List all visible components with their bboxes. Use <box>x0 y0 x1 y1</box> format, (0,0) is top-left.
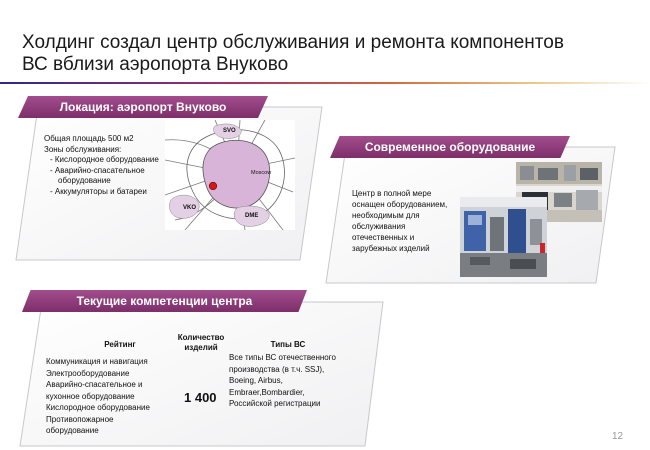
map-label-vko: VKO <box>183 205 196 211</box>
zone-item: - Аккумуляторы и батареи <box>50 186 147 196</box>
col-header-rating: Рейтинг <box>104 340 136 349</box>
types-line: Все типы ВС отечественного <box>229 353 336 362</box>
list-item: кухонное оборудование <box>46 391 135 401</box>
equipment-banner: Современное оборудование <box>330 136 570 158</box>
location-marker-icon <box>208 181 218 191</box>
page-number: 12 <box>612 431 624 442</box>
location-map: SVO Moscow VKO DME <box>165 120 295 230</box>
list-item: Кислородное оборудование <box>46 403 150 412</box>
location-banner: Локация: аэропорт Внуково <box>18 96 268 118</box>
col-header-quantity: Количество изделий <box>170 333 232 353</box>
slide-title-line1: Холдинг создал центр обслуживания и ремо… <box>22 32 564 53</box>
workshop-photo-2 <box>460 197 547 277</box>
types-line: Российской регистрации <box>229 399 321 408</box>
list-item: Коммуникация и навигация <box>46 357 148 366</box>
types-line: производства (в т.ч. SSJ), <box>229 364 325 374</box>
equipment-line: необходимым для <box>352 211 420 220</box>
svo-area <box>213 123 242 139</box>
equipment-line: отечественных и <box>352 233 415 242</box>
col-header-quantity-line1: Количество <box>177 333 225 342</box>
equipment-description: Центр в полной мере оснащен оборудование… <box>352 188 462 254</box>
zone-item: - Аварийно-спасательное <box>50 165 145 175</box>
col-header-quantity-line2: изделий <box>184 343 218 352</box>
map-label-moscow: Moscow <box>251 170 271 176</box>
equipment-line: зарубежных изделий <box>352 244 430 253</box>
zones-title: Зоны обслуживания: <box>44 144 122 154</box>
types-line: Boeing, Airbus, <box>229 376 283 385</box>
slide-title: Холдинг создал центр обслуживания и ремо… <box>22 32 632 76</box>
equipment-line: Центр в полной мере <box>352 189 432 198</box>
slide-title-line2: ВС вблизи аэропорта Внуково <box>22 54 289 75</box>
equipment-line: обслуживания <box>352 222 406 231</box>
dme-area <box>234 205 270 227</box>
quantity-value: 1 400 <box>184 390 217 405</box>
list-item: Аварийно-спасательное и <box>46 380 143 389</box>
list-item: оборудование <box>46 426 99 435</box>
types-line: Embraer,Bombardier, <box>229 387 305 397</box>
aircraft-types: Все типы ВС отечественного производства … <box>229 352 359 410</box>
map-label-svo: SVO <box>223 128 236 134</box>
zone-item: - Кислородное оборудование <box>50 155 159 164</box>
title-gradient-rule <box>0 82 650 84</box>
rating-list: Коммуникация и навигация Электрооборудов… <box>46 356 150 437</box>
list-item: Противопожарное <box>46 414 114 424</box>
area-text: Общая площадь 500 м2 <box>44 134 134 143</box>
equipment-line: оснащен оборудованием, <box>352 200 448 209</box>
competencies-banner: Текущие компетенции центра <box>22 290 307 312</box>
zone-item: оборудование <box>58 176 111 185</box>
list-item: Электрооборудование <box>46 368 130 378</box>
map-label-dme: DME <box>245 213 258 219</box>
vko-area <box>169 194 200 219</box>
col-header-types: Типы ВС <box>270 340 306 349</box>
location-details: Общая площадь 500 м2 Зоны обслуживания: … <box>44 134 159 197</box>
